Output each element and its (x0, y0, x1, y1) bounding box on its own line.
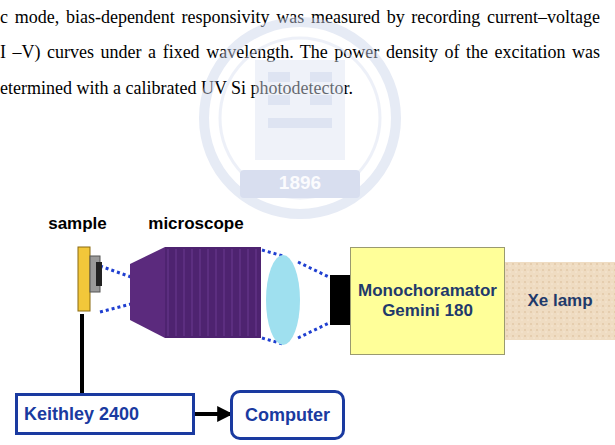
monochromator-box: Monochoramator Gemini 180 (350, 247, 505, 355)
node-label: sample (40, 214, 115, 234)
node-label: Monochoramator Gemini 180 (351, 281, 504, 321)
computer-box: Computer (230, 390, 345, 440)
body-texture (192, 249, 193, 336)
connector (80, 314, 84, 393)
lamp-fill (505, 262, 615, 340)
body-texture (216, 249, 217, 336)
watermark-year: 1896 (240, 172, 360, 194)
lamp-box: Xe lamp (505, 262, 615, 340)
body-texture (224, 249, 225, 336)
microscope-body (165, 247, 261, 338)
instrument-box: Keithley 2400 (15, 393, 195, 435)
body-texture (256, 249, 257, 336)
holder-post (78, 247, 90, 311)
watermark-logo (204, 22, 396, 214)
body-text-line: c mode, bias-dependent responsivity was … (0, 6, 600, 28)
sample-holder: sample (40, 214, 115, 314)
body-texture (168, 249, 169, 336)
node-label: Xe lamp (527, 291, 592, 311)
sample-clip (96, 262, 102, 286)
body-texture (184, 249, 185, 336)
body-texture (240, 249, 241, 336)
connector (195, 412, 230, 416)
lens (266, 255, 300, 345)
entrance-slit (330, 275, 350, 325)
objective-lens (130, 247, 165, 338)
node-label: Keithley 2400 (18, 404, 139, 425)
node-label: Computer (245, 405, 330, 426)
body-texture (176, 249, 177, 336)
body-texture (200, 249, 201, 336)
body-texture (208, 249, 209, 336)
microscope: microscope (128, 214, 264, 340)
body-texture (232, 249, 233, 336)
body-texture (248, 249, 249, 336)
node-label: microscope (128, 214, 264, 234)
body-text-line: I –V) curves under a fixed wavelength. T… (0, 41, 600, 63)
body-text-line: etermined with a calibrated UV Si photod… (0, 77, 353, 99)
